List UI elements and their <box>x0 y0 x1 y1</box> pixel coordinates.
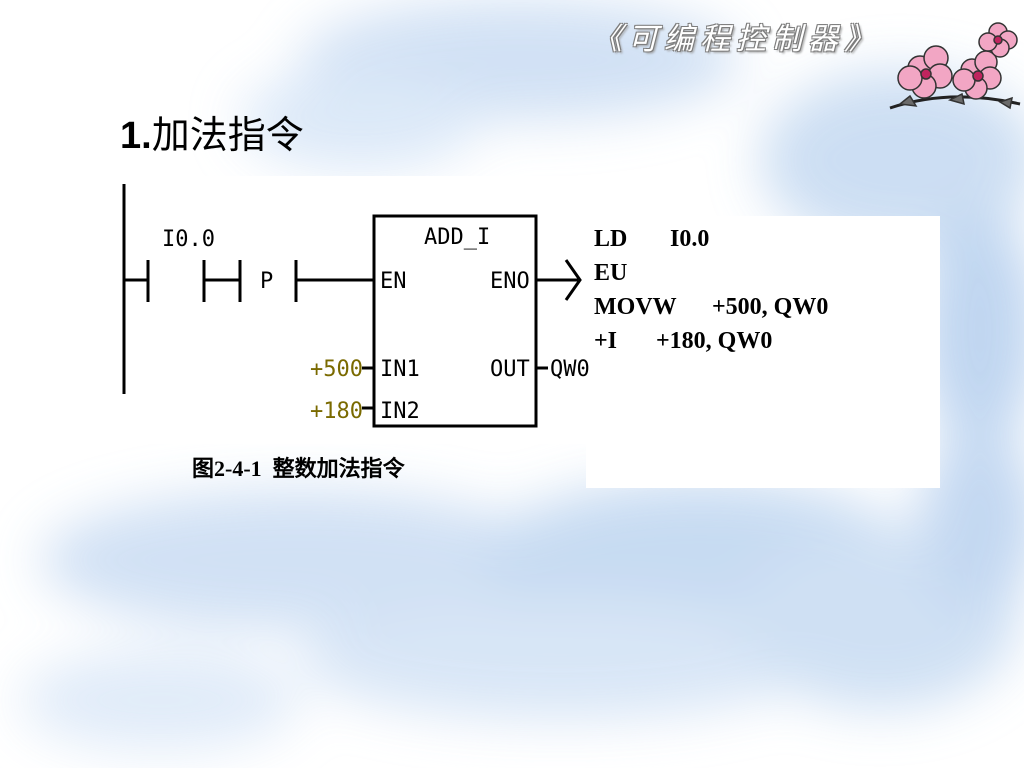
stl-op: LD <box>594 226 628 252</box>
pin-en: EN <box>380 269 407 294</box>
course-title: 《可编程控制器》 <box>592 22 880 57</box>
out-address: QW0 <box>550 357 590 382</box>
stl-op: EU <box>594 260 628 286</box>
section-number: 1. <box>120 115 152 157</box>
positive-edge-label: P <box>260 269 273 294</box>
stl-arg: I0.0 <box>670 226 710 252</box>
pin-eno: ENO <box>490 269 530 294</box>
stl-arg: +500, QW0 <box>712 294 829 320</box>
stl-line: +I +180, QW0 <box>594 324 772 358</box>
ladder-panel <box>120 176 600 444</box>
block-name: ADD_I <box>424 225 490 250</box>
section-title: 1.加法指令 <box>120 104 304 157</box>
pin-in2: IN2 <box>380 399 420 424</box>
stl-listing: LD I0.0 EU MOVW +500, QW0 +I +180, QW0 <box>594 222 828 358</box>
stl-op: +I <box>594 328 618 354</box>
stl-arg: +180, QW0 <box>656 328 773 354</box>
ladder-diagram: I0.0 P ADD_I EN ENO IN1 OUT IN2 QW0 +500… <box>122 184 590 428</box>
pin-in1: IN1 <box>380 357 420 382</box>
contact-address: I0.0 <box>162 227 215 252</box>
add-block <box>372 214 538 428</box>
flower-decoration-icon <box>889 22 1021 110</box>
in2-value: +180 <box>310 399 363 424</box>
stl-op: MOVW <box>594 294 677 320</box>
eno-arrow-icon <box>564 259 582 301</box>
section-title-text: 加法指令 <box>151 113 304 157</box>
in1-value: +500 <box>310 357 363 382</box>
stl-line: LD I0.0 <box>594 222 709 256</box>
figure-caption: 图2-4-1 整数加法指令 <box>192 452 405 486</box>
pin-out: OUT <box>490 357 530 382</box>
stl-line: EU <box>594 256 677 290</box>
stl-line: MOVW +500, QW0 <box>594 290 828 324</box>
caption-label: 图2-4-1 <box>192 456 262 481</box>
caption-text: 整数加法指令 <box>272 456 405 481</box>
stl-panel <box>586 216 940 488</box>
